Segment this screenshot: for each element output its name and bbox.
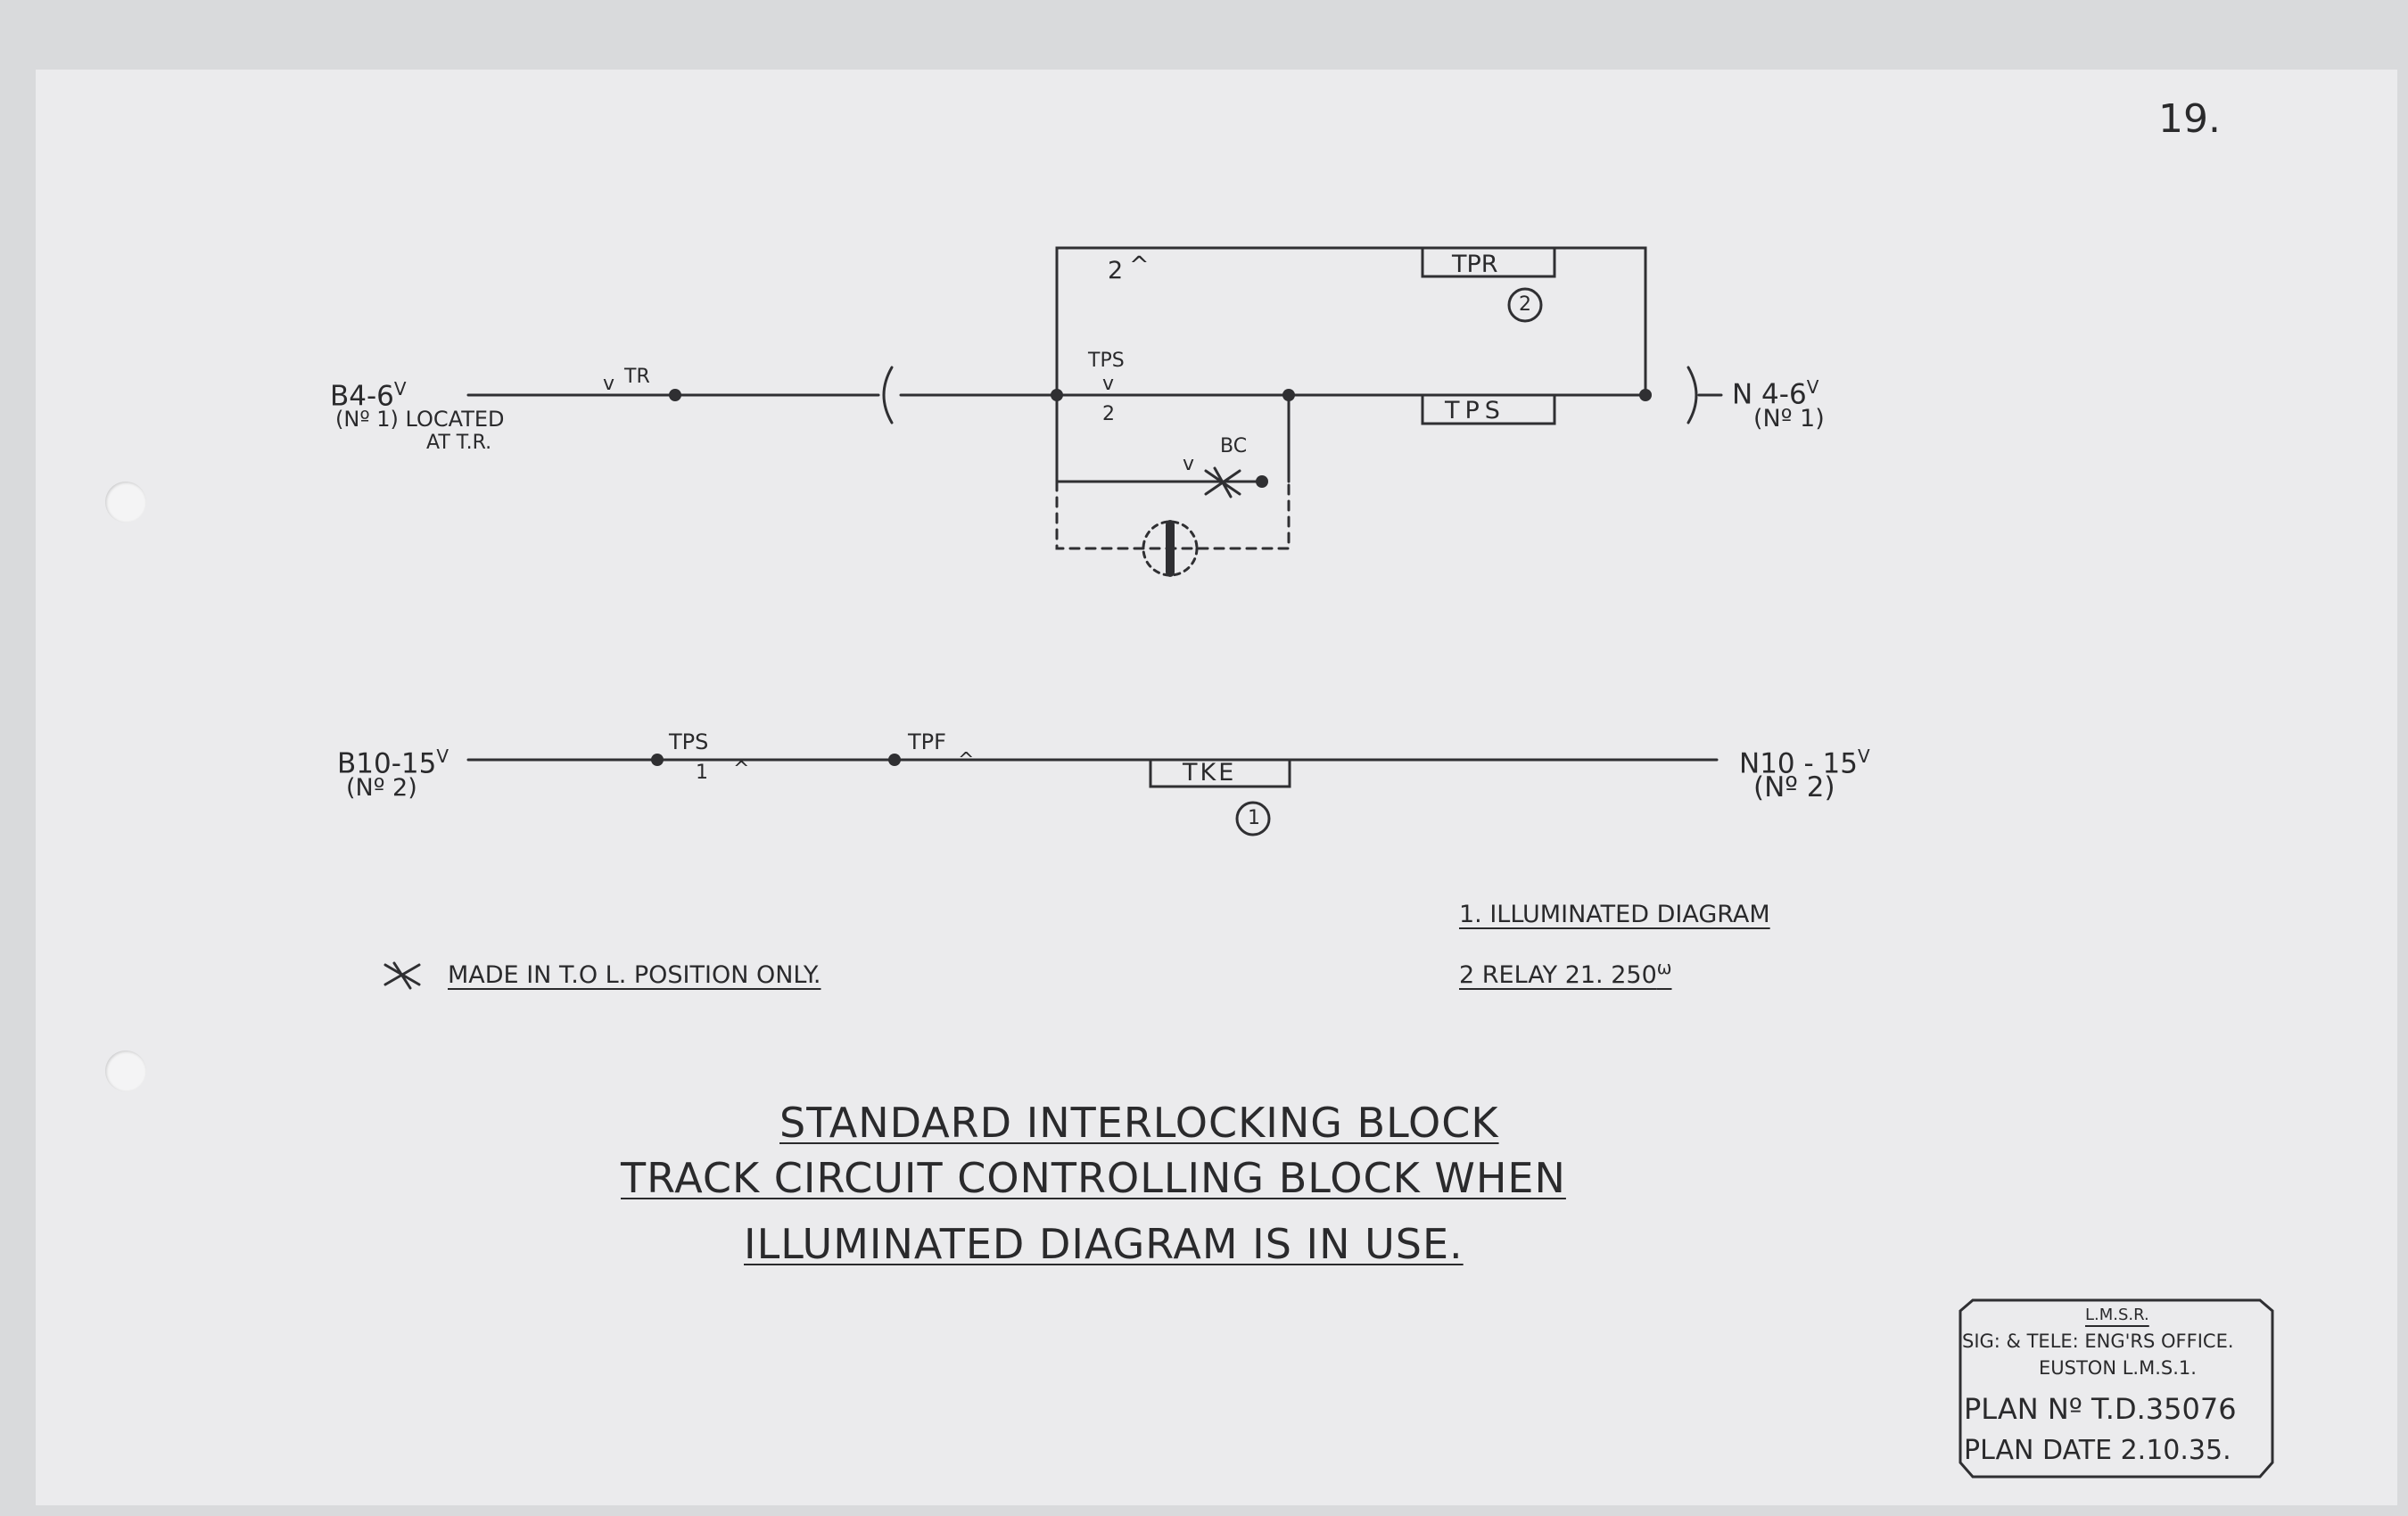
note-made-in-tol: MADE IN T.O L. POSITION ONLY. [448,961,821,989]
circuit2-tps-mark: ^ [733,758,750,780]
circuit2-right-note: (Nº 2) [1753,771,1835,803]
relay-tps-label: TPS [1445,397,1505,424]
stamp-location: EUSTON L.M.S.1. [2039,1357,2197,1379]
stamp-org: L.M.S.R. [2085,1306,2149,1324]
circuit2-tpf-mark: ^ [958,749,975,771]
circuit2-tps-num: 1 [696,762,708,784]
title-line-2: TRACK CIRCUIT CONTROLLING BLOCK WHEN [621,1154,1566,1202]
bc-contact-mark: v [1183,453,1195,475]
circuit2-left-note: (Nº 2) [346,774,417,802]
circuit1-upper-loop [1055,246,1647,397]
circuit1-right-note: (Nº 1) [1753,405,1825,433]
note-cross-c [392,961,412,990]
key-item-1: 1. ILLUMINATED DIAGRAM [1459,901,1770,928]
title-line-3: ILLUMINATED DIAGRAM IS IN USE. [744,1220,1464,1268]
circuit1-node-mid [1282,389,1295,401]
circuit1-node-bc [1256,475,1268,488]
stamp-plan-date: PLAN DATE 2.10.35. [1964,1435,2231,1466]
punch-hole-bottom [105,1050,146,1092]
indicator-tke-label: TKE [1183,759,1237,787]
indicator-tke-num: 1 [1248,807,1260,829]
circuit1-left-terminal: B4-6V [330,378,407,413]
stamp-plan-number: PLAN Nº T.D.35076 [1964,1392,2237,1426]
stamp-office: SIG: & TELE: ENG'RS OFFICE. [1962,1331,2234,1352]
relay-tpr-num: 2 [1519,293,1531,316]
indicator-tke-circle [1235,801,1271,836]
bc-contact-label: BC [1220,435,1248,457]
circuit1-node-right [1639,389,1652,401]
key-item-2: 2 RELAY 21. 250ω [1459,957,1672,989]
relay-tpr-label: TPR [1452,251,1498,278]
circuit1-open-bracket [882,366,894,424]
circuit1-node-left [1051,389,1063,401]
circuit2-node-tps [651,754,664,766]
circuit1-left-note-2: AT T.R. [426,432,492,454]
circuit2-tpf-label: TPF [908,729,946,754]
relay-tps-box [1421,393,1556,425]
circuit2-left-terminal: B10-15V [337,746,449,780]
contact-tr-label: TR [624,366,650,388]
bc-cross-c [1213,466,1233,498]
stamp-border [1959,1298,2274,1479]
relay-tpr-circle [1507,287,1543,323]
circuit2-tps-label: TPS [669,729,709,754]
page-number: 19. [2158,96,2221,142]
title-line-1: STANDARD INTERLOCKING BLOCK [779,1099,1499,1147]
contact-tr-mark: v [603,373,615,395]
circuit2-node-tpf [888,754,901,766]
circuit2-right-terminal: N10 - 15V [1739,746,1870,780]
tps-contact-label: TPS [1088,350,1125,372]
circuit1-node-tr [669,389,681,401]
circuit1-left-note-1: (Nº 1) LOCATED [335,407,505,432]
relay-tpr-box [1421,246,1556,278]
circuit1-close-bracket [1686,366,1698,424]
upper-contact-num: 2 [1108,257,1124,284]
punch-hole-top [105,482,146,523]
circuit1-right-terminal: N 4-6V [1732,376,1819,411]
tps-contact-num: 2 [1102,403,1115,425]
upper-contact-mark: ^ [1129,251,1150,279]
indicator-tke-box [1149,758,1291,788]
tps-contact-mark: v [1102,373,1115,395]
